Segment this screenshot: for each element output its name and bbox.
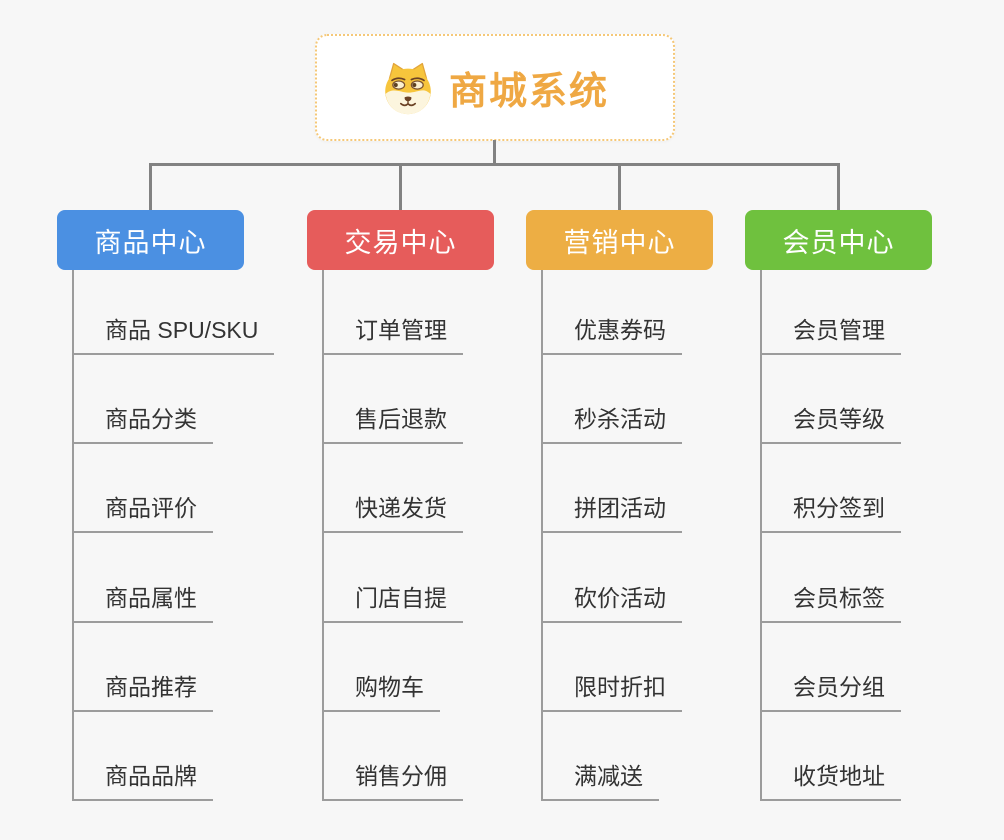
branch-label: 商品中心 [94,227,207,258]
leaf-node[interactable]: 订单管理 [322,315,463,355]
leaf-node[interactable]: 积分签到 [760,493,901,533]
connector-line [72,270,74,801]
leaf-node[interactable]: 商品品牌 [72,761,213,801]
branch-node-product-center[interactable]: 商品中心 [57,210,244,270]
branch-label: 会员中心 [782,227,895,258]
connector-root-drop [493,140,496,164]
connector-line [618,163,621,211]
leaf-node[interactable]: 会员分组 [760,672,901,712]
leaf-node[interactable]: 商品推荐 [72,672,213,712]
root-node-mall-system[interactable]: 商城系统 [315,34,675,141]
leaf-node[interactable]: 砍价活动 [541,583,682,623]
connector-line [149,163,152,211]
leaf-node[interactable]: 会员等级 [760,404,901,444]
connector-line [399,163,402,211]
branch-trade-center: 交易中心 订单管理 售后退款 快递发货 门店自提 购物车 销售分佣 [307,0,494,840]
branch-label: 交易中心 [344,227,457,258]
doge-icon [385,62,431,114]
branch-product-center: 商品中心 商品 SPU/SKU 商品分类 商品评价 商品属性 商品推荐 商品品牌 [57,0,275,840]
connector-bus-line [149,163,840,166]
leaf-node[interactable]: 秒杀活动 [541,404,682,444]
leaf-node[interactable]: 商品 SPU/SKU [72,315,275,355]
leaf-node[interactable]: 商品分类 [72,404,213,444]
leaf-node[interactable]: 会员管理 [760,315,901,355]
connector-line [322,270,324,801]
branch-marketing-center: 营销中心 优惠券码 秒杀活动 拼团活动 砍价活动 限时折扣 满减送 [526,0,713,840]
leaf-node[interactable]: 销售分佣 [322,761,463,801]
branch-member-center: 会员中心 会员管理 会员等级 积分签到 会员标签 会员分组 收货地址 [745,0,932,840]
connector-line [837,163,840,211]
root-title: 商城系统 [448,71,609,113]
leaf-node[interactable]: 商品属性 [72,583,213,623]
connector-line [760,270,762,801]
leaf-node[interactable]: 快递发货 [322,493,463,533]
leaf-node[interactable]: 收货地址 [760,761,901,801]
connector-line [541,270,543,801]
branch-node-trade-center[interactable]: 交易中心 [307,210,494,270]
leaf-node[interactable]: 门店自提 [322,583,463,623]
leaf-node[interactable]: 限时折扣 [541,672,682,712]
branch-label: 营销中心 [563,227,676,258]
leaf-node[interactable]: 商品评价 [72,493,213,533]
leaf-node[interactable]: 购物车 [322,672,440,712]
leaf-node[interactable]: 会员标签 [760,583,901,623]
leaf-node[interactable]: 满减送 [541,761,659,801]
branch-node-marketing-center[interactable]: 营销中心 [526,210,713,270]
branch-node-member-center[interactable]: 会员中心 [745,210,932,270]
leaf-node[interactable]: 售后退款 [322,404,463,444]
leaf-node[interactable]: 拼团活动 [541,493,682,533]
leaf-node[interactable]: 优惠券码 [541,315,682,355]
